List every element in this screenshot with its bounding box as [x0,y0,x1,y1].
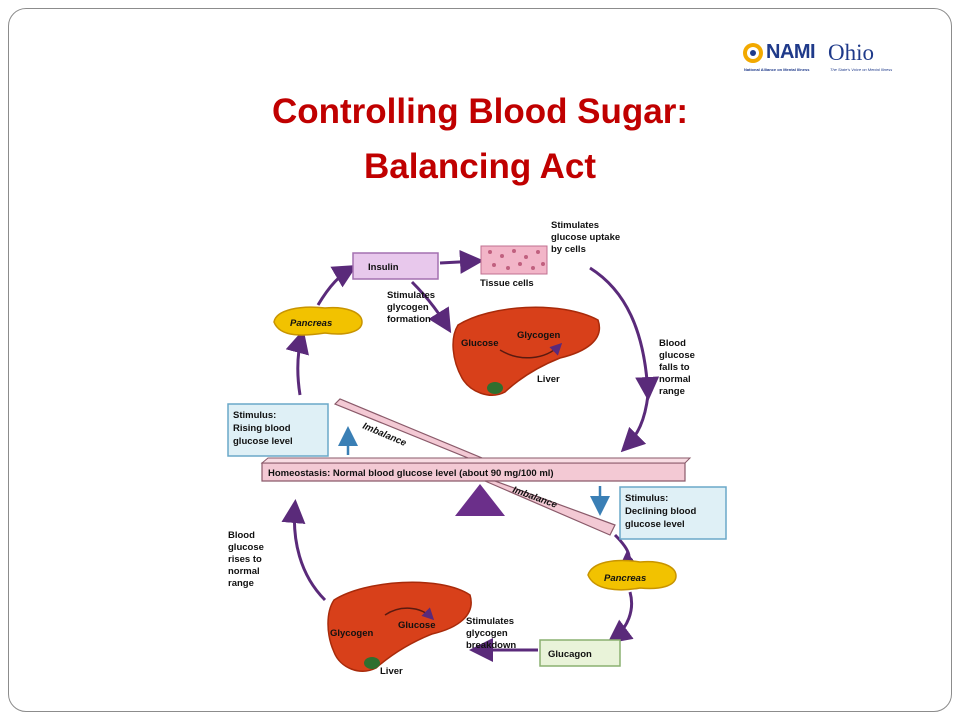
tissue-cells-icon [480,245,548,275]
stimulus-rising-box [227,403,329,457]
arrow-right-to-beam [620,394,650,453]
liver-bottom-cycle-arrow [384,607,435,621]
homeostasis-beam-top-face [260,457,692,464]
falls-to-normal-text: Blood glucose falls to normal range [659,338,698,397]
stim-glycogen-formation-text: Stimulates glycogen formation [387,290,438,325]
logo-tagline-right: The State's Voice on Mental Illness [830,67,893,72]
homeostasis-label: Homeostasis: Normal blood glucose level … [268,468,554,479]
stimulus-declining-box [619,486,727,540]
nami-ohio-logo: NAMI Ohio National Alliance on Mental Il… [742,40,912,76]
fulcrum-triangle [455,484,505,516]
glucagon-box [539,639,621,667]
pancreas-bottom-icon [587,559,677,591]
imbalance-beam-upper [333,398,484,463]
arrow-pancreas-to-glucagon [607,591,634,644]
arrow-tissue-down-right [589,266,660,401]
imbalance-beam-lower [484,480,616,536]
tissue-cells-label: Tissue cells [480,278,534,289]
arrow-liver-up-left [281,499,327,602]
liver-top-glucose-label: Glucose [461,338,499,349]
title-line-1: Controlling Blood Sugar: [271,92,689,131]
stimulus-rising-text: Stimulus: Rising blood glucose level [233,410,293,447]
liver-top-label: Liver [537,374,560,385]
stimulus-declining-text: Stimulus: Declining blood glucose level [625,493,699,530]
pancreas-top-label: Pancreas [290,318,332,329]
liver-bottom-icon [327,581,472,672]
liver-bottom-glycogen-label: Glycogen [330,628,373,639]
arrow-insulin-to-liver [410,280,452,334]
logo-brand: NAMI [766,41,816,63]
logo-tagline-left: National Alliance on Mental Illness [744,67,810,72]
liver-bottom-label: Liver [380,666,403,677]
slide-title: Controlling Blood Sugar: Balancing Act [0,84,960,194]
stim-glycogen-breakdown-text: Stimulates glycogen breakdown [466,616,517,651]
imbalance-lower-label: Imbalance [511,484,559,510]
insulin-label: Insulin [368,262,399,273]
liver-bottom-glucose-label: Glucose [398,620,436,631]
stim-uptake-text: Stimulates glucose uptake by cells [551,220,623,255]
liver-top-cycle-arrow [499,342,563,359]
gallbladder-top-icon [487,382,503,394]
arrow-insulin-to-tissue [439,249,484,274]
glucagon-label: Glucagon [548,649,592,660]
arrow-pancreas-to-insulin [316,264,358,306]
rises-to-normal-text: Blood glucose rises to normal range [228,530,267,589]
gallbladder-bottom-icon [364,657,380,669]
pancreas-top-icon [273,306,363,336]
logo-region: Ohio [828,40,874,65]
title-line-2: Balancing Act [363,147,597,186]
arrow-stimulus-to-pancreas-left [285,329,309,396]
insulin-box [352,252,439,280]
liver-top-icon [452,306,601,396]
pancreas-bottom-label: Pancreas [604,573,646,584]
liver-top-glycogen-label: Glycogen [517,330,560,341]
nami-logo-icon [743,43,763,63]
